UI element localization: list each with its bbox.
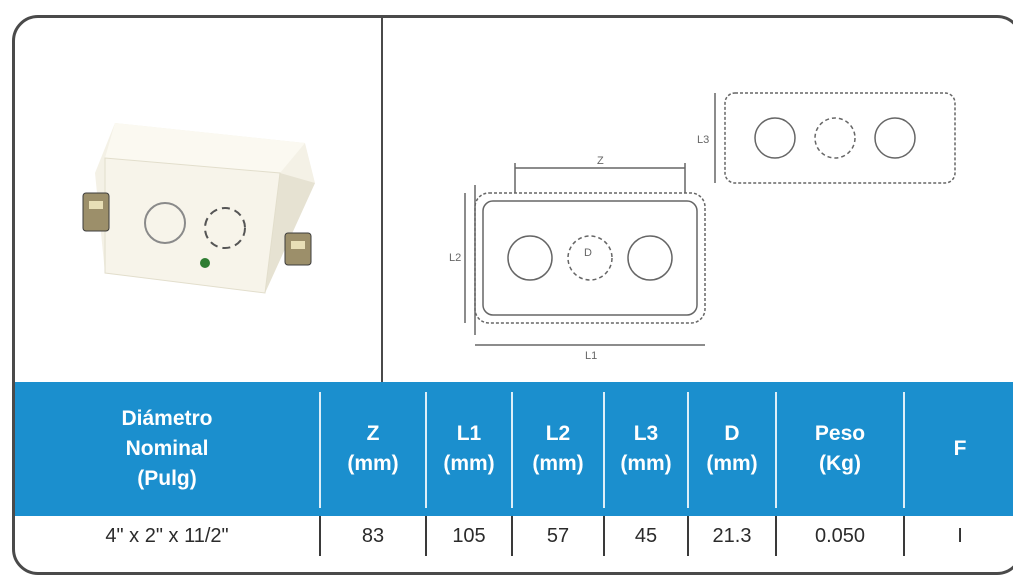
- header-l2: L2 (mm): [532, 422, 584, 475]
- header-divider: [603, 392, 605, 508]
- row-divider: [319, 516, 321, 556]
- header-divider: [903, 392, 905, 508]
- header-peso: Peso (Kg): [814, 422, 866, 475]
- row-divider: [687, 516, 689, 556]
- cell-l2: 57: [546, 524, 570, 547]
- dim-label-l1: L1: [585, 350, 597, 362]
- header-diametro: Diámetro Nominal (Pulg): [121, 407, 213, 490]
- technical-drawing: Z L1 L2 L3 D: [449, 92, 956, 362]
- header-divider: [775, 392, 777, 508]
- row-divider: [903, 516, 905, 556]
- dim-label-l2: L2: [449, 252, 461, 264]
- header-divider: [687, 392, 689, 508]
- cell-diametro: 4" x 2" x 11/2": [105, 524, 229, 547]
- image-divider: [381, 18, 383, 382]
- header-l3: L3 (mm): [620, 422, 672, 475]
- dim-label-d: D: [584, 247, 592, 259]
- header-z: Z (mm): [347, 422, 399, 475]
- cell-l3: 45: [634, 524, 658, 547]
- product-spec-card: Z L1 L2 L3 D Diámetro Nominal (Pulg) Z (…: [12, 15, 1013, 575]
- row-divider: [425, 516, 427, 556]
- cell-l1: 105: [452, 524, 486, 547]
- header-divider: [319, 392, 321, 508]
- table-header: Diámetro Nominal (Pulg) Z (mm) L1 (mm) L…: [15, 382, 1013, 516]
- cell-d: 21.3: [712, 524, 752, 547]
- row-divider: [603, 516, 605, 556]
- row-divider: [775, 516, 777, 556]
- dim-label-l3: L3: [697, 134, 709, 146]
- product-photo: [82, 123, 315, 294]
- cell-peso: 0.050: [814, 524, 866, 547]
- header-f: F: [953, 437, 967, 460]
- header-divider: [425, 392, 427, 508]
- header-d: D (mm): [706, 422, 758, 475]
- cell-z: 83: [361, 524, 385, 547]
- cell-f: I: [957, 524, 963, 547]
- dim-label-z: Z: [597, 155, 604, 167]
- header-l1: L1 (mm): [443, 422, 495, 475]
- header-divider: [511, 392, 513, 508]
- row-divider: [511, 516, 513, 556]
